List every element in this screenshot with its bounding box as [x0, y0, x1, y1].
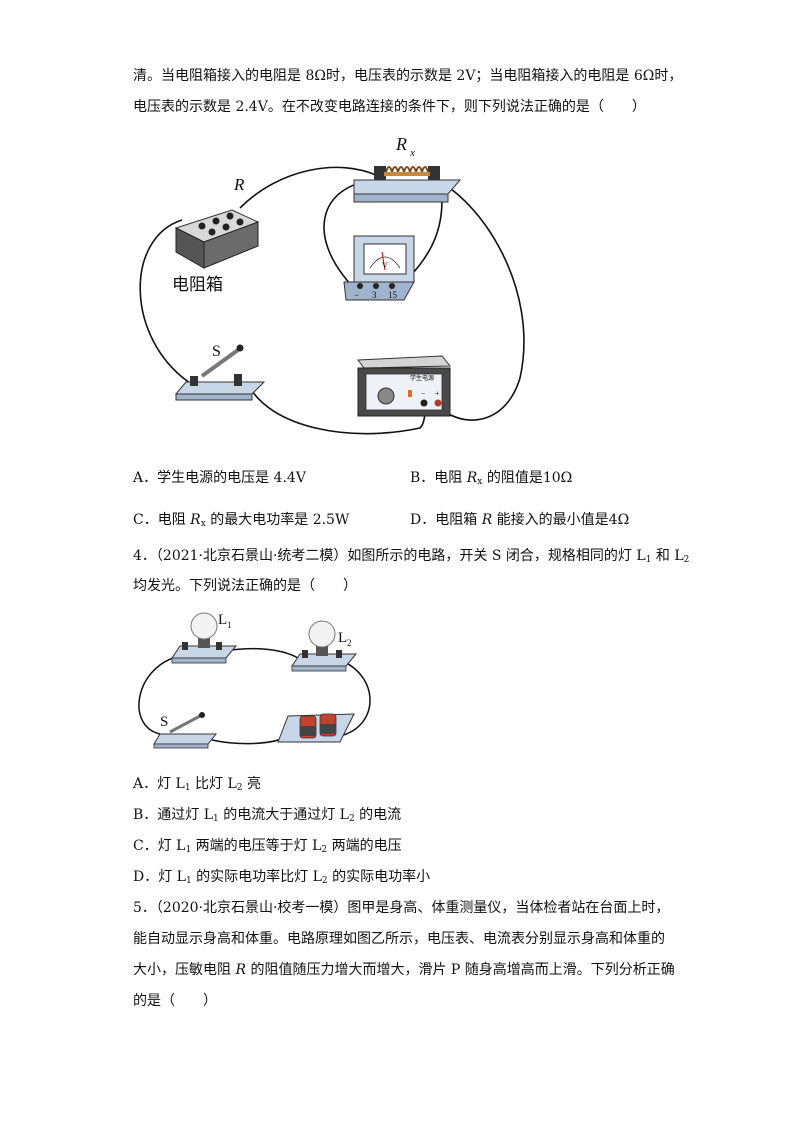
lamp-l1	[171, 612, 238, 664]
q3-option-b: B．电阻 Rx 的阻值是10Ω	[410, 470, 573, 487]
q4-option-b: B．通过灯 L1 的电流大于通过灯 L2 的电流	[133, 807, 402, 824]
rx-label: R	[395, 134, 407, 154]
lamp-l2-label: L	[338, 630, 347, 646]
lamp-l2-label-sub: 2	[347, 638, 352, 648]
switch-label: S	[212, 343, 221, 360]
switch-s	[174, 344, 266, 401]
voltmeter-15-label: 15	[388, 290, 398, 300]
lamp-l1-label-sub: 1	[227, 620, 232, 630]
q4-circuit-figure: L 1 L 2 S	[138, 612, 371, 749]
power-plus-label: +	[435, 389, 440, 398]
q3-option-d: D．电阻箱 R 能接入的最小值是4Ω	[410, 512, 630, 528]
q5-stem-line-2: 能自动显示身高和体重。电路原理如图乙所示，电压表、电流表分别显示身高和体重的	[133, 931, 665, 947]
q4-stem-line-1: 4．（2021·北京石景山·统考二模）如图所示的电路，开关 S 闭合，规格相同的…	[133, 548, 690, 565]
q3-stem-line-1: 清。当电阻箱接入的电阻是 8Ω时，电压表的示数是 2V；当电阻箱接入的电阻是 6…	[133, 68, 683, 84]
q4-option-d: D．灯 L1 的实际电功率比灯 L2 的实际电功率小	[133, 869, 431, 886]
power-supply	[357, 355, 452, 417]
q5-stem-line-4: 的是（ ）	[133, 993, 217, 1009]
resistance-box	[174, 209, 260, 269]
voltmeter-v-label: V	[382, 261, 388, 270]
q4-switch	[153, 712, 218, 749]
q4-switch-label: S	[160, 714, 168, 730]
q4-option-a: A．灯 L1 比灯 L2 亮	[133, 776, 261, 793]
power-minus-label: −	[421, 389, 426, 398]
q4-option-c: C．灯 L1 两端的电压等于灯 L2 两端的电压	[133, 838, 402, 855]
q5-stem-line-3: 大小，压敏电阻 R 的阻值随压力增大而增大，滑片 P 随身高增高而上滑。下列分析…	[133, 962, 675, 978]
q3-circuit-figure: R x R 电阻箱 V − 3 15 S	[139, 134, 525, 435]
voltmeter-3-label: 3	[372, 290, 377, 300]
q5-stem-line-1: 5．（2020·北京石景山·校考一模）图甲是身高、体重测量仪，当体检者站在台面上…	[133, 900, 670, 916]
rx-label-sub: x	[409, 147, 415, 159]
battery-holder	[277, 713, 355, 743]
q3-option-c: C．电阻 Rx 的最大电功率是 2.5W	[133, 512, 350, 529]
voltmeter-minus-label: −	[354, 290, 359, 300]
resistance-box-symbol-label: R	[233, 175, 245, 194]
voltmeter	[343, 235, 415, 301]
resistance-box-label: 电阻箱	[172, 275, 223, 295]
q4-stem-line-2: 均发光。下列说法正确的是（ ）	[133, 578, 357, 594]
rx-resistor	[353, 166, 462, 203]
power-supply-label: 学生电源	[410, 374, 434, 382]
q3-option-a: A．学生电源的电压是 4.4V	[133, 470, 306, 486]
lamp-l2	[291, 620, 358, 672]
q3-stem-line-2: 电压表的示数是 2.4V。在不改变电路连接的条件下，则下列说法正确的是（ ）	[133, 99, 646, 115]
lamp-l1-label: L	[218, 612, 227, 628]
